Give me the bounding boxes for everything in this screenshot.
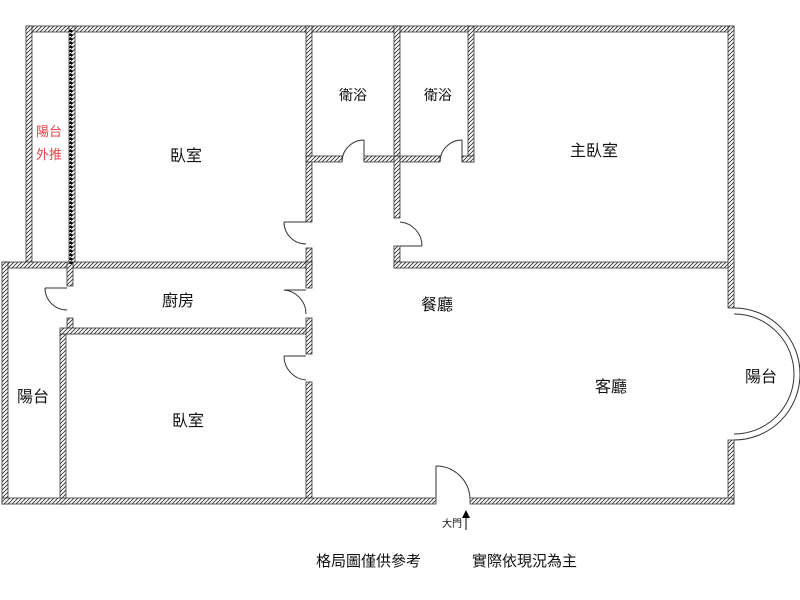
wall-bath-master [467,25,475,163]
label-bedroom-top: 臥室 [170,146,202,165]
wall-kitchen-right-b [305,317,313,355]
wall-mid-left [1,261,313,269]
wall-balcony-lower-upper [66,261,74,287]
wall-bath-bottom-c [461,155,475,163]
wall-balcony-left [25,25,33,267]
label-bath-left: 衛浴 [339,88,367,104]
label-living: 客廳 [595,377,627,396]
door-main-entrance[interactable] [435,465,471,499]
wall-bottom-right [469,497,735,505]
entrance-label: 大門 [442,517,462,530]
door-bedroom-top[interactable] [283,221,307,245]
door-master-bedroom[interactable] [399,221,423,247]
wall-kitchen-right-a [305,261,313,289]
label-bedroom-bottom: 臥室 [172,411,204,430]
label-bath-right: 衛浴 [424,88,452,104]
caption-left: 格局圖僅供參考 [316,552,421,570]
wall-master-bottom [393,261,735,269]
caption-right: 實際依現況為主 [472,552,577,570]
door-bath-left[interactable] [341,139,365,163]
label-master-bedroom: 主臥室 [570,141,618,160]
wall-bath-divider [393,25,401,163]
door-bath-right[interactable] [439,139,463,163]
wall-right-upper [727,25,735,309]
wall-kitchen-bottom [59,327,313,335]
door-balcony-left[interactable] [44,287,68,311]
label-dining: 餐廳 [421,295,453,314]
entrance-arrow-icon [462,510,470,530]
wall-kitchen-right-c [305,381,313,505]
wall-master-left-upper [393,155,401,219]
wall-left-outer [1,261,9,505]
wall-bedroom-top-right-upper [305,25,313,223]
wall-bottom-left [1,497,437,505]
wall-top [25,25,735,33]
label-kitchen: 廚房 [162,291,194,310]
label-balcony-left: 陽台 [17,387,49,406]
wall-balcony-lower-lower [59,333,67,505]
note-balcony-line2: 外推 [36,148,62,163]
door-bedroom-bottom[interactable] [283,355,307,381]
walls [1,25,735,505]
wall-right-lower [727,439,735,505]
note-balcony-line1: 陽台 [36,125,62,140]
doors [44,139,471,499]
door-kitchen[interactable] [283,289,307,315]
wall-bath-bottom-a [305,155,343,163]
label-balcony-right: 陽台 [745,367,777,386]
wall-bath-bottom-b [363,155,441,163]
